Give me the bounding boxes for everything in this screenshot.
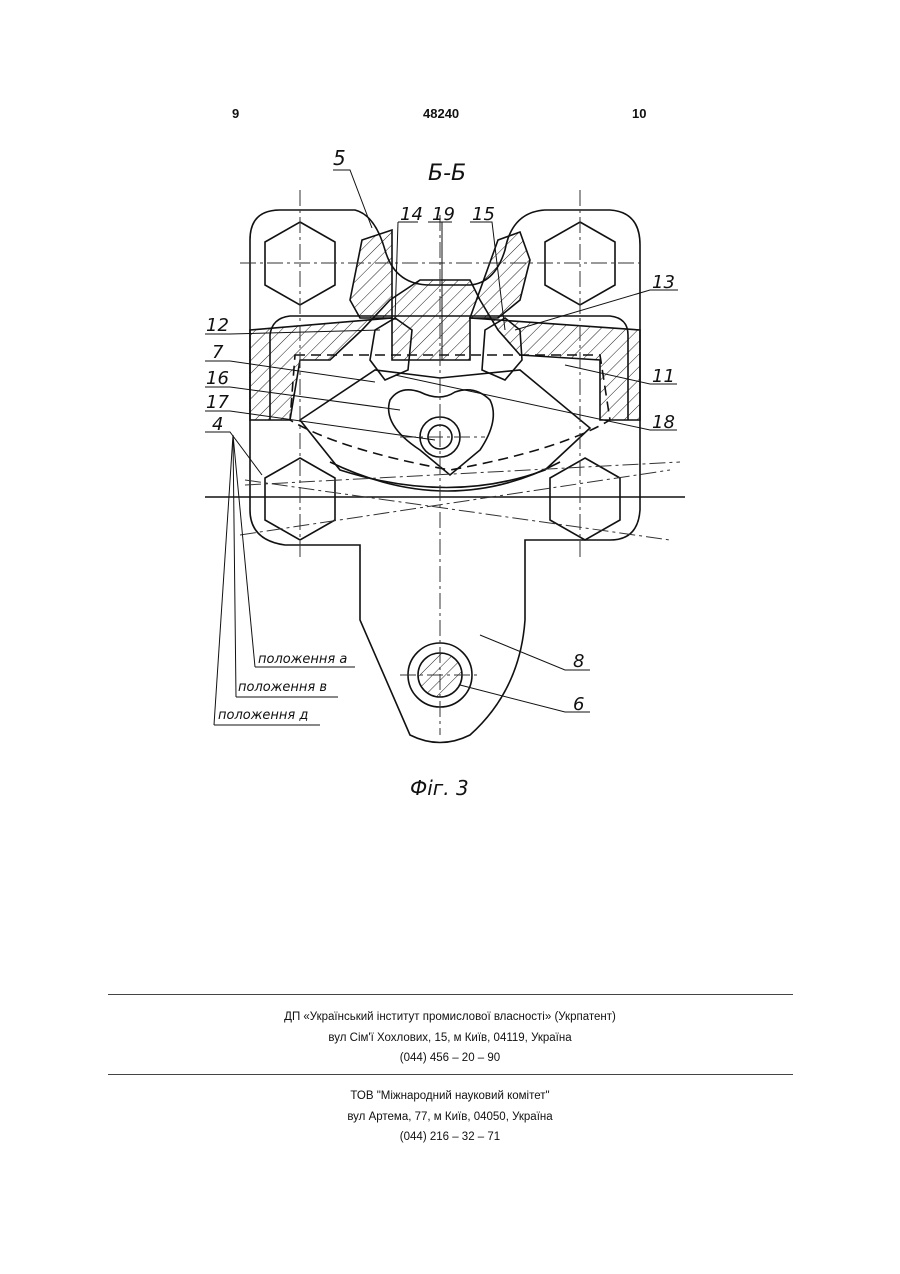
part-label-12: 12	[206, 315, 229, 336]
inner-cavity	[290, 355, 610, 470]
technical-drawing: Б-Б 5 14 19 15 13 12 7 16 17 4 11 18 8 6…	[0, 0, 900, 820]
heart-lever	[389, 390, 494, 475]
part-label-7: 7	[212, 342, 224, 363]
footer-org1-phone: (044) 456 – 20 – 90	[0, 1052, 900, 1064]
part-label-14: 14	[400, 204, 423, 225]
part-label-17: 17	[206, 392, 229, 413]
footer-org1-name: ДП «Український інститут промислової вла…	[0, 1011, 900, 1023]
part-label-19: 19	[432, 204, 455, 225]
position-label-a: положення а	[258, 652, 347, 667]
cam-arc	[330, 462, 560, 491]
part-label-4: 4	[212, 414, 223, 435]
hex-nut-bottom-right	[550, 458, 620, 540]
divider-bottom	[108, 1074, 793, 1075]
part-label-13: 13	[652, 272, 675, 293]
position-label-v: положення в	[238, 680, 327, 695]
divider-top	[108, 994, 793, 995]
section-title: Б-Б	[428, 161, 466, 186]
footer-org2-address: вул Артема, 77, м Київ, 04050, Україна	[0, 1111, 900, 1123]
footer-org1-address: вул Сім'ї Хохлових, 15, м Київ, 04119, У…	[0, 1032, 900, 1044]
part-label-15: 15	[472, 204, 495, 225]
part-label-5: 5	[333, 146, 346, 170]
part-label-8: 8	[573, 651, 584, 672]
housing-top-left	[350, 230, 392, 318]
part-label-16: 16	[206, 368, 229, 389]
figure-caption: Фіг. 3	[410, 776, 469, 800]
housing-top-right	[470, 232, 530, 318]
part-label-6: 6	[573, 694, 584, 715]
part-label-11: 11	[652, 366, 675, 387]
position-label-d: положення д	[218, 708, 308, 723]
part-label-18: 18	[652, 412, 675, 433]
footer-org2-name: ТОВ "Міжнародний науковий комітет"	[0, 1090, 900, 1102]
footer-org2-phone: (044) 216 – 32 – 71	[0, 1131, 900, 1143]
